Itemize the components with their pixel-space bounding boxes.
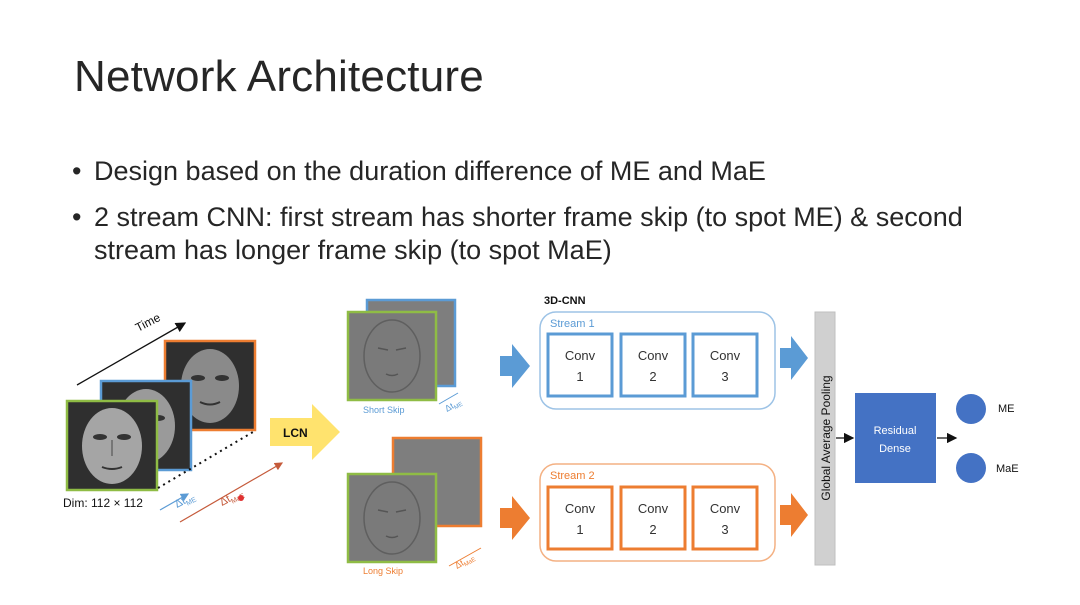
stream1-conv1-index: 1 — [576, 369, 583, 384]
stream2-conv2 — [619, 485, 687, 551]
long-skip-delta-line — [448, 547, 482, 567]
stream2-conv3-label: Conv — [710, 501, 741, 516]
stream1-output-arrow — [780, 336, 808, 380]
output-node-mae — [956, 453, 986, 483]
output-mae-label: MaE — [996, 463, 1019, 475]
stream2-conv2-index: 2 — [649, 522, 656, 537]
long-skip-frames — [346, 436, 483, 564]
stream1-conv2-index: 2 — [649, 369, 656, 384]
global-average-pooling-bar: Global Average Pooling — [814, 311, 836, 566]
bullet-dot: • — [72, 156, 82, 186]
stream2-output-arrow — [780, 493, 808, 537]
short-skip-frames — [346, 298, 457, 402]
dotted-connector — [157, 431, 254, 489]
dense-label: Dense — [879, 443, 911, 455]
stream1-conv1-label: Conv — [565, 348, 596, 363]
stream2-conv1-label: Conv — [565, 501, 596, 516]
lcn-label: LCN — [283, 426, 308, 440]
stream1-block: Stream 1 Conv 1 Conv 2 Conv 3 — [539, 311, 776, 410]
stream1-conv2-label: Conv — [638, 348, 669, 363]
time-label: Time — [133, 310, 163, 335]
residual-dense-block: Residual Dense — [855, 393, 936, 483]
lcn-arrow: LCN — [270, 404, 340, 460]
short-skip-delta-line — [438, 392, 459, 405]
delta-long-arrow — [179, 462, 284, 523]
stream1-input-arrow — [500, 344, 530, 388]
pointer-dot — [238, 495, 244, 501]
face-frame-front — [65, 399, 159, 492]
stream1-conv2 — [619, 332, 687, 398]
bullet-item: • Design based on the duration differenc… — [72, 155, 1032, 188]
gap-label: Global Average Pooling — [819, 375, 833, 500]
delta-short-label: ΔtME — [173, 490, 198, 512]
stream1-conv3 — [691, 332, 759, 398]
stream2-conv2-label: Conv — [638, 501, 669, 516]
short-skip-label: Short Skip — [363, 405, 405, 415]
stream2-input-arrow — [500, 496, 530, 540]
stream1-conv1 — [546, 332, 614, 398]
stream2-label: Stream 2 — [550, 470, 595, 482]
stream2-conv3 — [691, 485, 759, 551]
stream2-conv1 — [546, 485, 614, 551]
bullet-text: Design based on the duration difference … — [94, 156, 766, 186]
dimension-label: Dim: 112 × 112 — [63, 496, 143, 510]
bullet-list: • Design based on the duration differenc… — [72, 155, 1032, 280]
delta-short-arrow — [159, 493, 190, 511]
long-skip-delta: ΔtMaE — [453, 552, 477, 573]
bullet-item: • 2 stream CNN: first stream has shorter… — [72, 201, 1032, 267]
stream2-conv3-index: 3 — [721, 522, 728, 537]
stream1-conv3-label: Conv — [710, 348, 741, 363]
stream1-conv3-index: 3 — [721, 369, 728, 384]
cnn-label: 3D-CNN — [544, 295, 586, 307]
bullet-dot: • — [72, 202, 82, 232]
output-me-label: ME — [998, 403, 1015, 415]
output-node-me — [956, 394, 986, 424]
stream1-label: Stream 1 — [550, 318, 595, 330]
residual-label: Residual — [874, 425, 917, 437]
stream2-block: Stream 2 Conv 1 Conv 2 Conv 3 — [539, 463, 776, 562]
short-skip-delta: ΔtME — [443, 396, 464, 415]
bullet-text: 2 stream CNN: first stream has shorter f… — [94, 202, 963, 265]
stream2-conv1-index: 1 — [576, 522, 583, 537]
slide-title: Network Architecture — [74, 52, 484, 101]
time-axis-arrow — [76, 322, 187, 386]
long-skip-label: Long Skip — [363, 566, 403, 576]
